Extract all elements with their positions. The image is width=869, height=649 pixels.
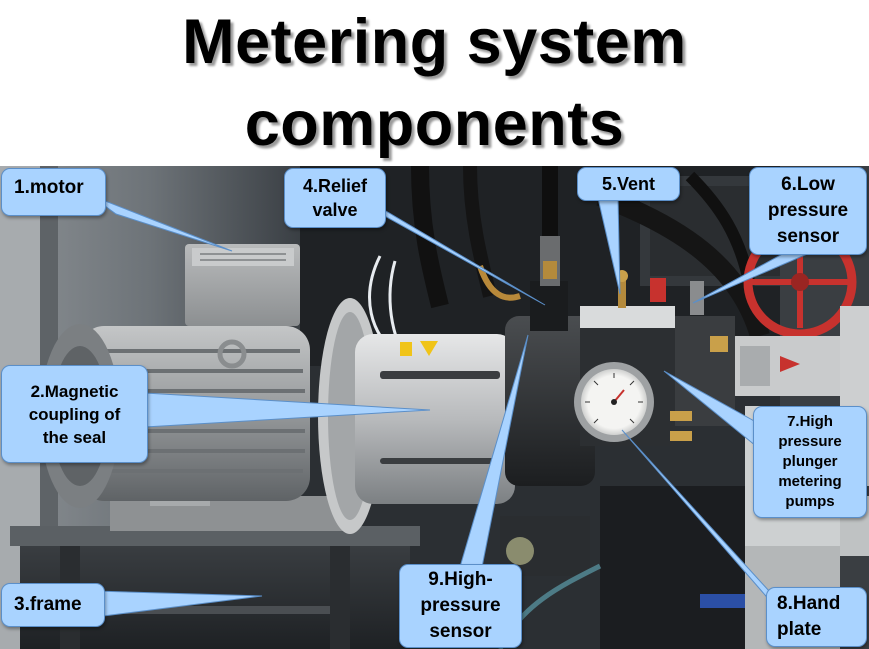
callout-low-pressure-sensor-line-3: sensor xyxy=(776,226,840,247)
title-line-1: Metering system xyxy=(182,7,687,77)
callout-high-pressure-sensor-line-1: 9.High- xyxy=(428,569,493,590)
callout-plunger-pumps: 7.High pressure plunger metering pumps xyxy=(753,406,867,518)
callout-low-pressure-sensor-line-2: pressure xyxy=(767,200,849,221)
callout-frame: 3.frame xyxy=(1,583,105,627)
callout-plunger-pumps-line-3: plunger xyxy=(782,453,838,470)
callout-relief-valve: 4.Relief valve xyxy=(284,168,386,228)
callout-plunger-pumps-line-5: pumps xyxy=(785,493,835,510)
callout-hand-plate-line-2: plate xyxy=(777,619,822,640)
diagram-title: Metering system components xyxy=(0,0,869,166)
callout-motor: 1.motor xyxy=(1,168,106,216)
callout-magnetic-coupling-line-3: the seal xyxy=(42,427,107,447)
callout-frame-line-1: 3.frame xyxy=(14,594,82,615)
callout-motor-line-1: 1.motor xyxy=(14,177,84,198)
callout-plunger-pumps-line-2: pressure xyxy=(778,433,842,450)
callout-plunger-pumps-line-4: metering xyxy=(778,473,842,490)
callout-magnetic-coupling-line-1: 2.Magnetic xyxy=(30,381,119,401)
title-line-2: components xyxy=(244,89,625,159)
callout-plunger-pumps-line-1: 7.High xyxy=(787,413,833,430)
callout-low-pressure-sensor: 6.Low pressure sensor xyxy=(749,167,867,255)
callout-high-pressure-sensor-line-2: pressure xyxy=(420,595,501,616)
callout-vent-line-1: 5.Vent xyxy=(601,174,656,194)
callout-magnetic-coupling: 2.Magnetic coupling of the seal xyxy=(1,365,148,463)
callout-relief-valve-line-2: valve xyxy=(312,200,358,220)
callout-high-pressure-sensor-line-3: sensor xyxy=(429,621,492,642)
callout-low-pressure-sensor-line-1: 6.Low xyxy=(781,174,835,195)
callout-hand-plate-line-1: 8.Hand xyxy=(777,593,841,614)
callout-magnetic-coupling-line-2: coupling of xyxy=(28,404,121,424)
callout-high-pressure-sensor: 9.High- pressure sensor xyxy=(399,564,522,648)
callout-hand-plate: 8.Hand plate xyxy=(766,587,867,647)
callout-relief-valve-line-1: 4.Relief xyxy=(302,176,368,196)
callout-vent: 5.Vent xyxy=(577,167,680,201)
